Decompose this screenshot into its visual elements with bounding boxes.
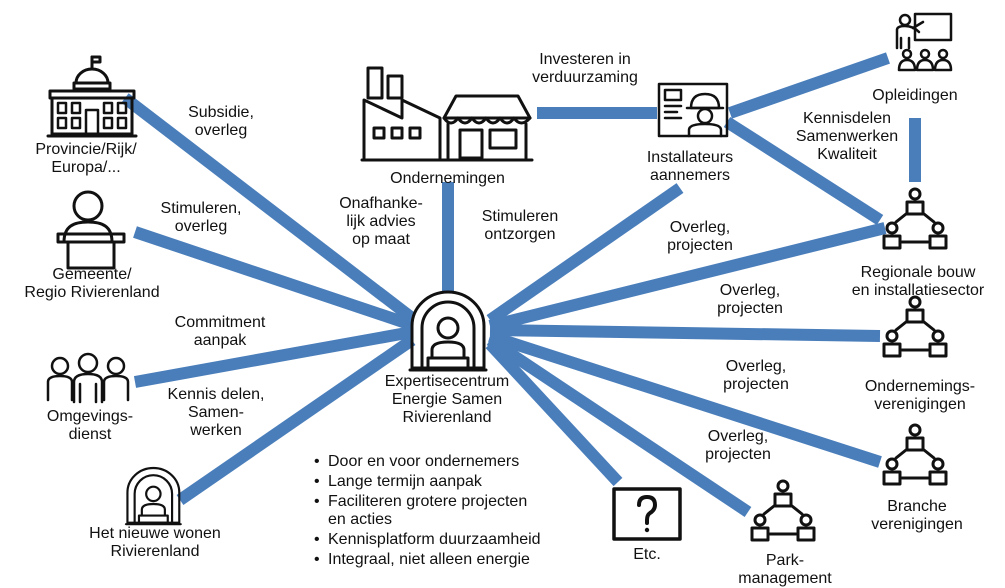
connectors: [121, 52, 921, 517]
network-icon: [750, 479, 816, 542]
connector-branche: [488, 330, 882, 468]
speaker-podium-icon: [56, 190, 126, 270]
node-label-provincie: Provincie/Rijk/Europa/...: [35, 141, 137, 176]
node-label-gemeente: Gemeente/Regio Rivierenland: [24, 266, 160, 301]
connector-ondernemingsverenigingen: [489, 324, 881, 342]
connector-regionale: [488, 222, 887, 332]
center-arch-icon: [408, 290, 488, 372]
bullet-list: Door en voor ondernemers Lange termijn a…: [312, 452, 541, 570]
node-label-omgevingsdienst: Omgevings-dienst: [46, 408, 134, 443]
worker-blueprint-icon: [657, 82, 729, 138]
connector-gemeente: [133, 226, 414, 331]
connector-installateurs: [486, 183, 684, 325]
teacher-class-icon: [895, 12, 953, 72]
connector-omgevingsdienst: [133, 326, 414, 388]
network-icon: [882, 295, 948, 358]
node-label-park: Park-management: [738, 552, 832, 587]
network-icon: [882, 187, 948, 250]
connector-nieuwe-wonen: [176, 335, 416, 505]
bullet-item: Lange termijn aanpak: [312, 472, 541, 492]
connector-installateurs-regionale: [723, 116, 884, 226]
node-label-etc: Etc.: [633, 546, 661, 563]
arch-person-icon: [124, 466, 182, 526]
edge-label-nieuwe-wonen: Kennis delen,Samen-werken: [167, 386, 265, 439]
bullet-item: Integraal, niet alleen energie: [312, 550, 541, 570]
network-icon: [882, 423, 948, 486]
edge-label-branche: Overleg,projecten: [705, 428, 771, 463]
edge-label-regionale: Overleg,projecten: [717, 282, 783, 317]
node-label-ondernemingsverenigingen: Ondernemings-verenigingen: [864, 378, 976, 413]
node-label-opleidingen: Opleidingen: [872, 87, 958, 104]
bullet-item: Kennisplatform duurzaamheid: [312, 530, 541, 550]
connector-provincie: [121, 93, 416, 323]
question-icon: [612, 487, 682, 541]
edge-label-gemeente: Stimuleren,overleg: [160, 200, 242, 235]
factory-shop-icon: [360, 66, 534, 162]
connector-park: [486, 335, 752, 517]
group-people-icon: [46, 352, 130, 404]
government-building-icon: [46, 55, 138, 138]
connector-etc: [485, 339, 623, 487]
edge-label-ondernemingsverenigingen: Overleg,projecten: [723, 358, 789, 393]
edge-label-installateurs: Overleg,projecten: [667, 219, 733, 254]
node-label-ondernemingen: Ondernemingen: [390, 170, 505, 187]
bullet-item: Door en voor ondernemers: [312, 452, 541, 472]
edge-label-provincie: Subsidie,overleg: [188, 104, 254, 139]
connector-opleidingen-installateurs: [728, 52, 890, 119]
